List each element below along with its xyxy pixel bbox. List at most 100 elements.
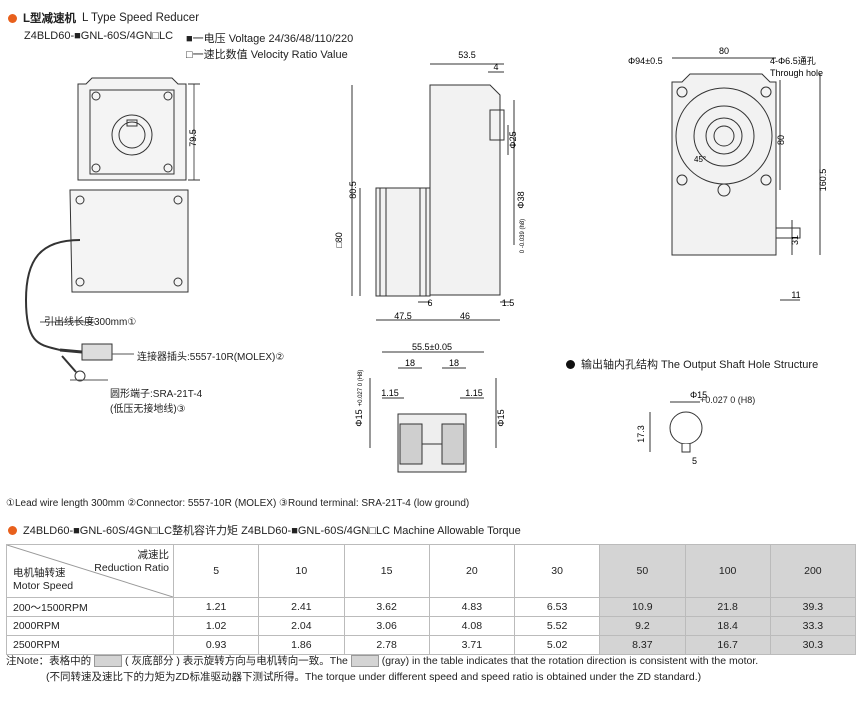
- torque-table: 减速比 Reduction Ratio 电机轴转速 Motor Speed 5 …: [6, 544, 857, 655]
- torque-cell: 6.53: [513, 597, 601, 617]
- header-speed-en: Motor Speed: [13, 580, 74, 592]
- hole-label-cn: 4-Φ6.5通孔: [770, 56, 816, 66]
- torque-cell: 4.08: [428, 616, 516, 636]
- ratio-cell: 5: [172, 544, 260, 598]
- torque-cell: 1.86: [258, 635, 345, 655]
- gray-swatch: [94, 655, 123, 668]
- callout-connector: 连接器插头:5557-10R(MOLEX)②: [137, 352, 285, 363]
- torque-cell: 2.41: [258, 597, 345, 617]
- dim-18-left: 18: [405, 358, 415, 368]
- torque-cell: 3.06: [343, 616, 430, 636]
- dim-17-3: 17.3: [636, 425, 646, 443]
- section-title-reducer: L型减速机 L Type Speed Reducer: [8, 10, 199, 26]
- note-line-1: 注Note：表格中的 ( 灰底部分 ) 表示旋转方向与电机转向一致。The (g…: [6, 655, 759, 668]
- speed-cell: 2500RPM: [6, 635, 174, 655]
- torque-cell: 5.02: [513, 635, 601, 655]
- notes: 注Note：表格中的 ( 灰底部分 ) 表示旋转方向与电机转向一致。The (g…: [6, 653, 862, 685]
- dim-80-5: 80.5: [348, 181, 358, 199]
- dim-phi25: Φ25: [508, 131, 518, 148]
- table-row: 2500RPM 0.93 1.86 2.78 3.71 5.02 8.37 16…: [6, 635, 857, 655]
- note-line-2: (不同转速及速比下的力矩为ZD标准驱动器下测试所得。The torque und…: [46, 671, 702, 683]
- torque-cell: 9.2: [599, 616, 686, 636]
- torque-cell: 4.83: [428, 597, 516, 617]
- torque-cell: 2.78: [343, 635, 430, 655]
- header-corner-cell: 减速比 Reduction Ratio 电机轴转速 Motor Speed: [6, 544, 174, 598]
- ratio-cell: 20: [428, 544, 516, 598]
- torque-cell: 8.37: [599, 635, 686, 655]
- dim-phi38: Φ38: [516, 191, 526, 208]
- dim-45-deg: 45°: [694, 155, 706, 164]
- header-ratio-cn: 减速比: [137, 549, 170, 561]
- dim-phi15-right: Φ15: [496, 409, 506, 426]
- ratio-cell: 10: [258, 544, 345, 598]
- header-ratio-en: Reduction Ratio: [94, 562, 169, 574]
- dim-80-square: □80: [334, 232, 344, 247]
- torque-cell: 33.3: [769, 616, 857, 636]
- dim-phi94: Φ94±0.5: [628, 56, 663, 66]
- torque-cell: 10.9: [599, 597, 686, 617]
- callout-wire: 引出线长度300mm①: [44, 317, 137, 328]
- ratio-cell: 100: [684, 544, 771, 598]
- gray-swatch: [350, 655, 379, 668]
- diagonal-divider: [7, 545, 173, 597]
- ratio-cell: 200: [769, 544, 857, 598]
- callout-terminal: 圆形端子:SRA-21T-4: [110, 389, 203, 400]
- hole-label-en: Through hole: [770, 68, 823, 78]
- bullet-icon: [8, 525, 17, 535]
- dim-4: 4: [493, 62, 498, 72]
- bullet-icon: [566, 359, 575, 369]
- dim-1-15-right: 1.15: [465, 388, 483, 398]
- speed-cell: 2000RPM: [6, 616, 174, 636]
- shaft-hole-diagram: Φ15 17.3 5: [636, 390, 707, 466]
- dim-46: 46: [460, 311, 470, 321]
- torque-cell: 1.21: [172, 597, 260, 617]
- dim-11: 11: [791, 290, 800, 300]
- speed-cell: 200～1500RPM: [6, 597, 174, 617]
- torque-cell: 2.04: [258, 616, 345, 636]
- model-code: Z4BLD60-■GNL-60S/4GN□LC: [24, 30, 174, 42]
- header-speed-cn: 电机轴转速: [13, 567, 66, 579]
- torque-cell: 30.3: [769, 635, 857, 655]
- torque-cell: 39.3: [769, 597, 857, 617]
- shaft-dia: Φ15: [690, 390, 707, 400]
- torque-cell: 16.7: [684, 635, 771, 655]
- dim-1-5: 1.5: [502, 298, 515, 308]
- dim-53-5: 53.5: [458, 50, 476, 60]
- dim-55-5: 55.5±0.05: [412, 342, 452, 352]
- dim-47-5: 47.5: [394, 311, 412, 321]
- dim-79-5: 79.5: [188, 129, 198, 147]
- torque-section-title: Z4BLD60-■GNL-60S/4GN□LC整机容许力矩 Z4BLD60-■G…: [8, 522, 521, 538]
- shaft-structure-title: 输出轴内孔结构 The Output Shaft Hole Structure: [566, 356, 818, 372]
- ratio-cell: 30: [513, 544, 601, 598]
- torque-cell: 3.62: [343, 597, 430, 617]
- ratio-cell: 15: [343, 544, 430, 598]
- torque-cell: 1.02: [172, 616, 260, 636]
- callout-terminal-note: (低压无接地线)③: [110, 404, 186, 415]
- dim-phi15-left: Φ15: [354, 409, 364, 426]
- dim-160-5: 160.5: [818, 169, 828, 192]
- dim-phi38-tol: 0 -0.039 (h8): [520, 219, 526, 253]
- dim-80-top: 80: [719, 46, 729, 56]
- torque-cell: 18.4: [684, 616, 771, 636]
- torque-cell: 3.71: [428, 635, 516, 655]
- voltage-legend: ■一电压 Voltage 24/36/48/110/220: [186, 33, 354, 45]
- dim-80-right: 80: [776, 135, 786, 145]
- motor-side-view: 53.5 4 Φ25 Φ38 0 -0.039 (h8) 80.5 □80 6 …: [334, 50, 526, 321]
- ratio-cell: 50: [599, 544, 686, 598]
- torque-header-row: 减速比 Reduction Ratio 电机轴转速 Motor Speed 5 …: [6, 544, 857, 598]
- table-row: 2000RPM 1.02 2.04 3.06 4.08 5.52 9.2 18.…: [6, 616, 857, 636]
- dim-1-15-left: 1.15: [381, 388, 399, 398]
- dim-31: 31: [790, 235, 800, 245]
- bullet-icon: [8, 13, 17, 23]
- dim-6: 6: [427, 298, 432, 308]
- ratio-legend: □一速比数值 Velocity Ratio Value: [186, 49, 348, 61]
- gearbox-front-view: 80 Φ94±0.5 4-Φ6.5通孔 Through hole 80 160.…: [628, 46, 828, 301]
- torque-cell: 0.93: [172, 635, 260, 655]
- footnote-parts: ①Lead wire length 300mm ②Connector: 5557…: [6, 498, 470, 509]
- shaft-tol: +0.027 0 (H8): [700, 395, 756, 405]
- torque-cell: 21.8: [684, 597, 771, 617]
- dim-18-right: 18: [449, 358, 459, 368]
- motor-front-view: 79.5: [24, 77, 200, 382]
- shaft-section-view: 55.5±0.05 18 18 1.15 1.15 Φ15 Φ15 +0.027…: [354, 342, 506, 473]
- title-en: L Type Speed Reducer: [82, 12, 200, 24]
